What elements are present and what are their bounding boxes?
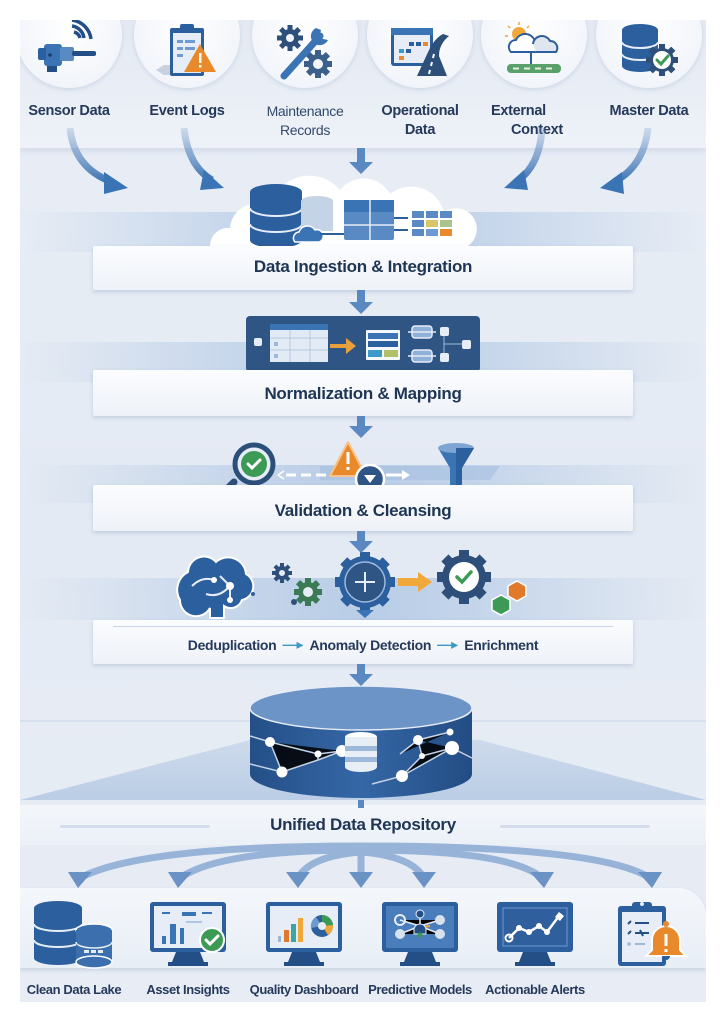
source-sensor-data: Sensor Data: [20, 20, 126, 148]
output-alert-checklist: [592, 888, 706, 1002]
calendar-road-icon: [391, 28, 449, 76]
source-master-data: Master Data: [592, 20, 706, 148]
output-label: Actionable Alerts: [485, 982, 585, 997]
stage-enrichment: Deduplication —▸ Anomaly Detection —▸ En…: [93, 620, 633, 664]
source-label: Master Data: [609, 103, 689, 119]
arrow-right-icon: —▸: [437, 636, 459, 652]
output-label: Clean Data Lake: [26, 982, 122, 997]
arrow-right-icon: —▸: [282, 636, 304, 652]
divider: [60, 825, 210, 828]
arrow-icon: [530, 872, 554, 888]
source-label: Sensor Data: [28, 103, 110, 119]
clipboard-bell-icon: [618, 902, 689, 966]
database-cloud-table-icon: [209, 175, 477, 248]
arrow-icon: [168, 872, 192, 888]
stage-data-ingestion: Data Ingestion & Integration: [93, 246, 633, 290]
monitor-check-icon: [150, 902, 226, 966]
output-predictive-models: Predictive Models: [362, 888, 478, 1002]
output-clean-data-lake: Clean Data Lake: [20, 888, 132, 1002]
source-event-logs: Event Logs: [130, 20, 244, 148]
repository-title: Unified Data Repository: [270, 815, 456, 834]
stage-title: Data Ingestion & Integration: [253, 257, 473, 276]
wrench-gears-icon: [277, 25, 332, 80]
arrow-icon: [412, 872, 436, 888]
network-database-icon: [20, 685, 706, 800]
arrow-icon: [68, 872, 92, 888]
arrow-icon: [349, 872, 373, 888]
output-asset-insights: Asset Insights: [130, 888, 246, 1002]
output-actionable-alerts: Actionable Alerts: [477, 888, 593, 1002]
monitor-chart-icon: [266, 902, 342, 966]
substep-deduplication: Deduplication: [187, 636, 277, 653]
divider: [113, 626, 613, 627]
output-quality-dashboard: Quality Dashboard: [246, 888, 362, 1002]
database-stack-icon: [33, 901, 113, 969]
pipeline-diagram: Sensor Data Event Logs: [20, 20, 706, 1002]
stage-title: Validation & Cleansing: [274, 501, 452, 520]
arrow-icon: [286, 872, 310, 888]
table-transform-icon: [246, 316, 480, 372]
divider: [500, 825, 650, 828]
weather-cloud-icon: [505, 22, 561, 73]
stage-normalization: Normalization & Mapping: [93, 370, 633, 416]
stage-validation: Validation & Cleansing: [93, 485, 633, 531]
source-label: Event Logs: [149, 103, 225, 119]
clipboard-warning-icon: [156, 24, 216, 76]
output-label: Asset Insights: [146, 982, 230, 997]
stage-title: Normalization & Mapping: [264, 384, 462, 403]
output-arrows: [78, 842, 652, 882]
magnifier-warning-funnel-icon: [214, 441, 500, 502]
substep-enrichment: Enrichment: [464, 636, 539, 653]
repository-title-bar: Unified Data Repository: [20, 805, 706, 845]
monitor-network-icon: [382, 902, 458, 966]
monitor-trend-icon: [497, 902, 573, 966]
output-label: Quality Dashboard: [249, 982, 359, 997]
outputs-band: [20, 888, 706, 968]
arrow-icon: [638, 872, 662, 888]
brain-gears-check-icon: [176, 550, 527, 619]
substep-flow: Deduplication —▸ Anomaly Detection —▸ En…: [93, 636, 633, 653]
sensor-icon: [38, 20, 96, 72]
output-label: Predictive Models: [368, 982, 472, 997]
substep-anomaly-detection: Anomaly Detection: [309, 636, 432, 653]
database-gear-check-icon: [621, 24, 678, 76]
